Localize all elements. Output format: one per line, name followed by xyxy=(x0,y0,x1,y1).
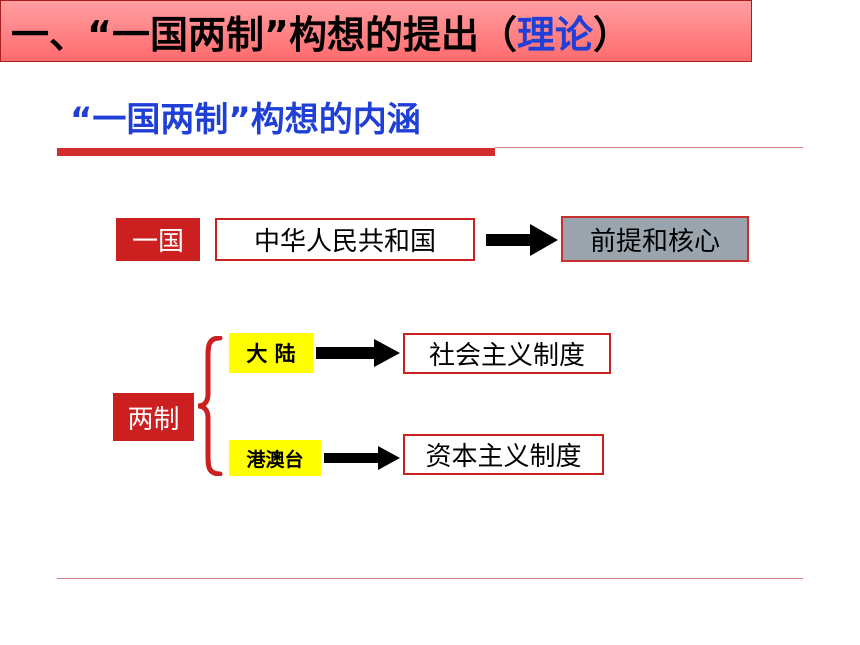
one-country-label: 一国 xyxy=(116,218,200,261)
title-close: ） xyxy=(592,12,631,57)
prc-box: 中华人民共和国 xyxy=(215,218,475,261)
socialist-system-box: 社会主义制度 xyxy=(403,333,611,374)
divider-bottom xyxy=(57,578,803,579)
hk-macau-taiwan-box: 港澳台 xyxy=(229,440,321,476)
left-brace-icon xyxy=(197,336,223,476)
title-accent: 理论 xyxy=(516,12,593,57)
arrow-right-icon xyxy=(324,446,400,470)
two-systems-label: 两制 xyxy=(113,393,194,441)
arrow-right-icon xyxy=(486,224,558,256)
subtitle: “一国两制”构想的内涵 xyxy=(70,100,421,140)
divider-thick xyxy=(57,148,495,156)
mainland-box: 大 陆 xyxy=(229,333,313,373)
title-main: 一、“一国两制”构想的提出（ xyxy=(11,12,517,57)
premise-core-box: 前提和核心 xyxy=(561,216,749,262)
arrow-right-icon xyxy=(316,339,400,367)
divider-thin xyxy=(495,147,803,148)
capitalist-system-box: 资本主义制度 xyxy=(403,434,604,475)
title-banner: 一、“一国两制”构想的提出（理论） xyxy=(0,0,752,62)
